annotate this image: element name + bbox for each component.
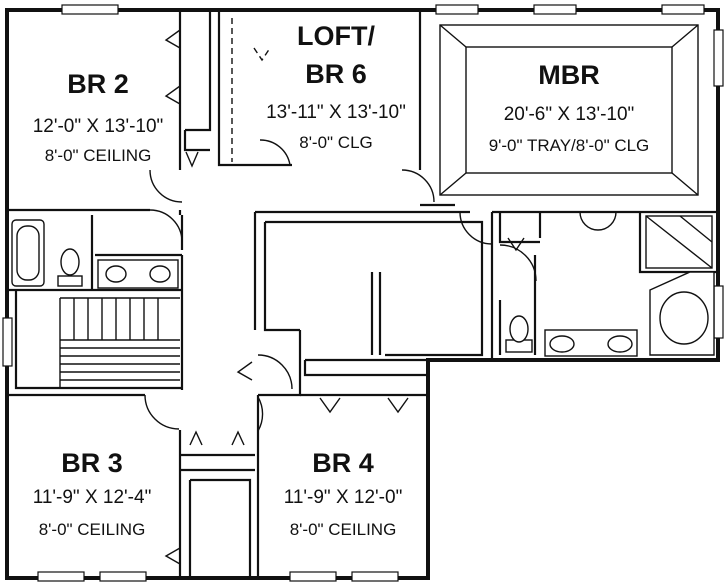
br3-name: BR 3 [61,448,123,478]
br3-dimensions: 11'-9" X 12'-4" [33,487,152,508]
interior-walls [7,10,718,578]
mbr-name: MBR [538,60,600,90]
room-br2: BR 2 12'-0" X 13'-10" 8'-0" CEILING [33,69,164,165]
br2-ceiling: 8'-0" CEILING [45,146,152,165]
loft-name-line1: LOFT/ [297,21,375,51]
windows [2,4,724,582]
loft-ceiling: 8'-0" CLG [299,133,373,152]
loft-dimensions: 13'-11" X 13'-10" [266,102,406,123]
br4-name: BR 4 [312,448,374,478]
closet-doors [164,18,525,565]
room-br3: BR 3 11'-9" X 12'-4" 8'-0" CEILING [33,448,152,539]
br3-ceiling: 8'-0" CEILING [39,520,146,539]
mbr-ceiling: 9'-0" TRAY/8'-0" CLG [489,136,650,155]
staircase [59,297,180,388]
loft-name-line2: BR 6 [305,59,367,89]
room-br4: BR 4 11'-9" X 12'-0" 8'-0" CEILING [284,448,403,539]
br2-dimensions: 12'-0" X 13'-10" [33,116,164,137]
br2-name: BR 2 [67,69,129,99]
room-loft: LOFT/ BR 6 13'-11" X 13'-10" 8'-0" CLG [266,21,406,152]
br4-ceiling: 8'-0" CEILING [290,520,397,539]
room-mbr: MBR 20'-6" X 13'-10" 9'-0" TRAY/8'-0" CL… [489,60,650,155]
tray-ceiling [439,24,699,196]
master-bath-fixtures [505,215,715,357]
br4-dimensions: 11'-9" X 12'-0" [284,487,403,508]
hall-bath-fixtures [11,219,179,289]
door-swings [144,139,617,432]
mbr-dimensions: 20'-6" X 13'-10" [504,104,635,125]
